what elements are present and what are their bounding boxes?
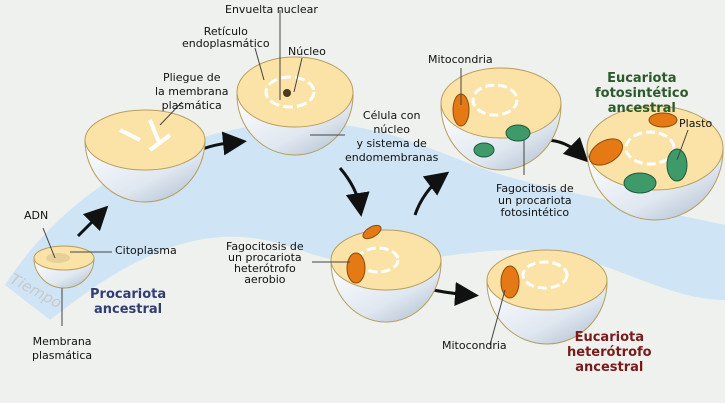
- arrow-1: [76, 205, 109, 238]
- label-nucleo: Núcleo: [288, 45, 326, 58]
- arrow-4: [413, 171, 450, 216]
- label-envuelta-nuclear: Envuelta nuclear: [225, 3, 318, 16]
- label-plasto: Plasto: [679, 117, 713, 130]
- label-mitocondria-bottom: Mitocondria: [442, 339, 507, 352]
- label-mitocondria-top: Mitocondria: [428, 53, 493, 66]
- cell-fagocitosis-fotosintetico: [440, 67, 562, 171]
- arrow-3: [338, 167, 370, 217]
- cell-eucariota-fotosintetico: [586, 105, 724, 221]
- leader-lines: [42, 10, 689, 346]
- cell-eucariota-heterotrofo: [486, 249, 608, 345]
- cell-fagocitosis-heterotrofo: [330, 224, 442, 323]
- cell-pliegue: [84, 109, 206, 203]
- cell-endomembranas: [236, 56, 354, 156]
- label-citoplasma: Citoplasma: [115, 244, 177, 257]
- label-adn: ADN: [24, 209, 49, 222]
